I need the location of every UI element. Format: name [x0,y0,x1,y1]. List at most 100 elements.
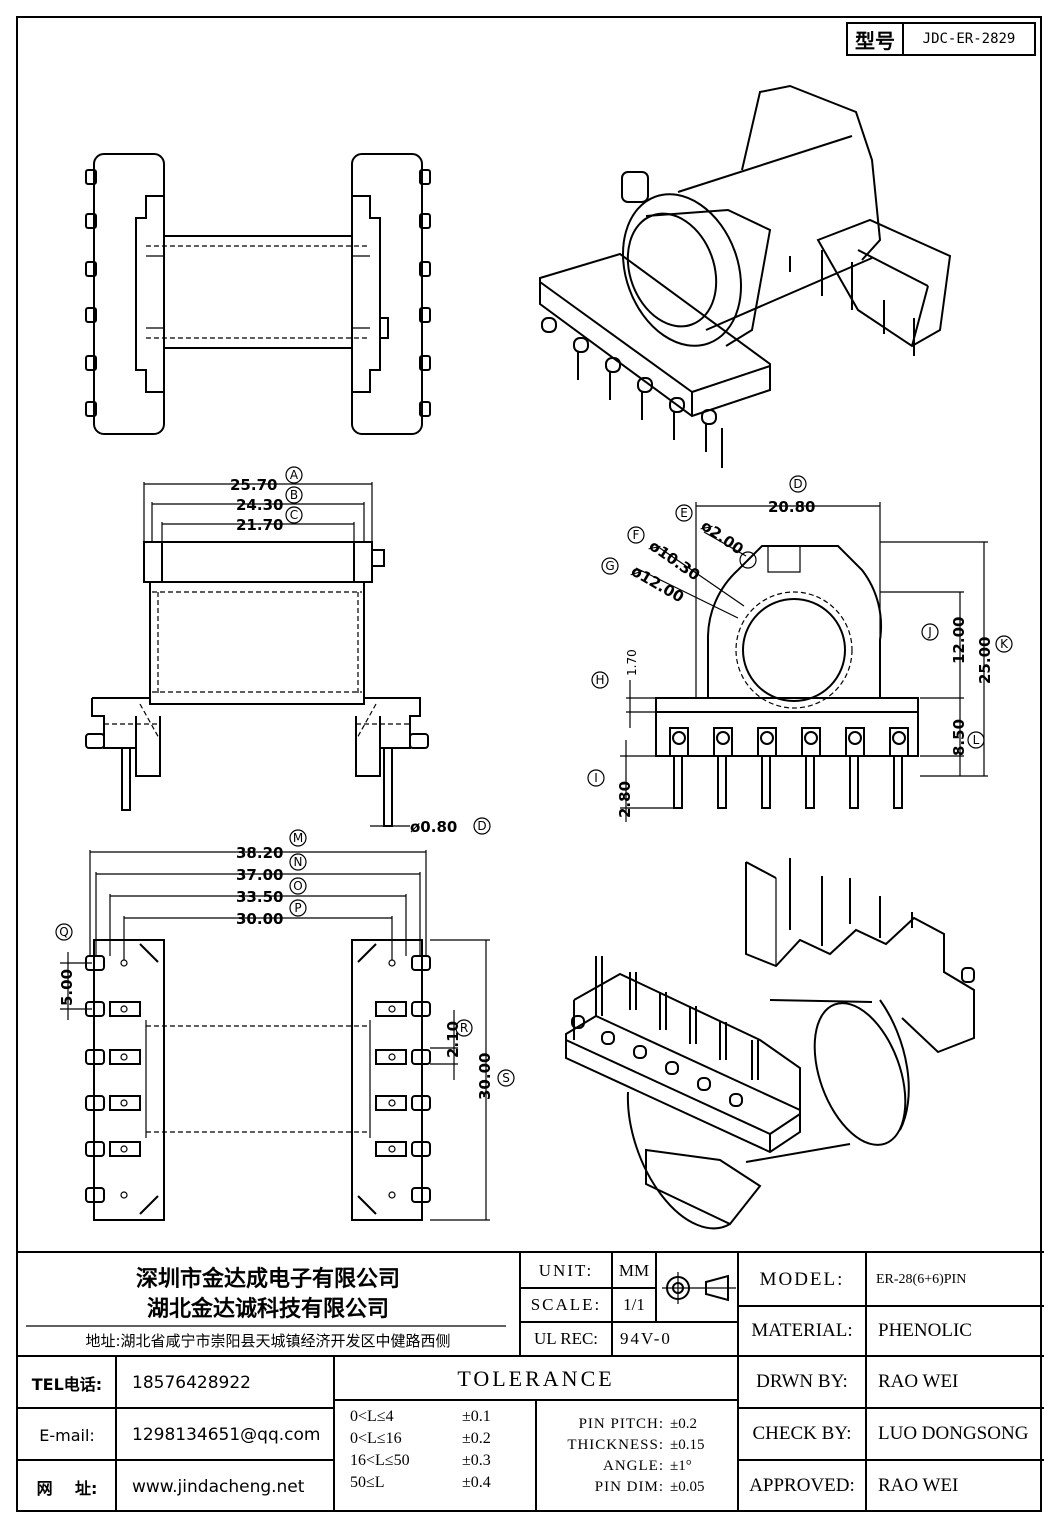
dim-A-value: 25.70 [230,476,277,494]
tolerance-value: ±0.4 [462,1474,491,1491]
tolerance-value: ±0.2 [462,1430,491,1447]
unit-label: UNIT: [538,1261,594,1280]
callout-circles [55,466,1013,1087]
company-name-1: 深圳市金达成电子有限公司 [135,1267,400,1292]
letter-P: P [294,901,301,915]
spec-label: THICKNESS: [567,1437,664,1453]
drwn-label: DRWN BY: [756,1371,848,1392]
web-label: 网 址: [36,1479,98,1498]
isometric-view-bottom [565,858,975,1230]
tolerance-row: 0<L≤16 ±0.2 [350,1428,534,1450]
spec-row: PIN DIM: ±0.05 [540,1477,736,1498]
unit-value: MM [618,1261,650,1280]
dim-I-value: 2.80 [616,781,634,818]
spec-list: PIN PITCH: ±0.2 THICKNESS: ±0.15 ANGLE: … [540,1414,736,1498]
ulrec-value: 94V-0 [620,1329,672,1348]
letter-F: F [633,528,640,542]
model-box: 型号 JDC-ER-2829 [846,22,1036,56]
tolerance-value: ±0.1 [462,1408,491,1425]
letter-L: L [973,733,980,747]
dim-C-value: 21.70 [236,516,283,534]
dim-Q-value: 5.00 [58,969,76,1006]
tolerance-value: ±0.3 [462,1452,491,1469]
letter-K: K [1000,637,1009,651]
dim-M-value: 38.20 [236,844,283,862]
letter-Q: Q [59,925,68,939]
scale-value: 1/1 [623,1295,645,1314]
model-label: MODEL: [759,1269,845,1290]
tolerance-list: 0<L≤4 ±0.1 0<L≤16 ±0.2 16<L≤50 ±0.3 50≤L… [350,1406,534,1494]
spec-label: ANGLE: [603,1458,664,1474]
letter-B: B [290,488,298,502]
projection-symbol [662,1272,736,1304]
dim-N-value: 37.00 [236,866,283,884]
dim-E-value: ø2.00 [698,517,747,559]
spec-row: ANGLE: ±1° [540,1456,736,1477]
side-view [85,482,429,827]
letter-D-width: D [793,477,802,491]
company-name-2: 湖北金达诚科技有限公司 [146,1297,389,1322]
tel-label: TEL电话: [31,1375,103,1394]
isometric-view-top [539,84,952,468]
dim-L-value: 8.50 [950,719,968,756]
dim-J-value: 12.00 [950,617,968,664]
spec-value: ±0.05 [670,1479,705,1495]
tolerance-row: 16<L≤50 ±0.3 [350,1450,534,1472]
model-box-value: JDC-ER-2829 [922,31,1016,47]
spec-value: ±0.2 [670,1416,697,1432]
letter-N: N [294,855,303,869]
dim-D-width-value: 20.80 [768,498,815,516]
drawing-frame [16,16,1042,1512]
drwn-value: RAO WEI [878,1371,959,1392]
tel-value: 18576428922 [132,1373,251,1393]
spec-row: PIN PITCH: ±0.2 [540,1414,736,1435]
tolerance-range: 50≤L [350,1474,385,1491]
spec-label: PIN PITCH: [578,1416,664,1432]
spec-value: ±0.15 [670,1437,705,1453]
check-value: LUO DONGSONG [878,1423,1029,1444]
letter-G: G [605,559,614,573]
letter-J: J [927,625,932,639]
tolerance-range: 0<L≤4 [350,1408,394,1425]
spec-label: PIN DIM: [594,1479,664,1495]
material-value: PHENOLIC [878,1320,972,1341]
dim-P-value: 30.00 [236,910,283,928]
letter-I: I [594,771,598,785]
tolerance-range: 16<L≤50 [350,1452,410,1469]
letter-E: E [680,506,688,520]
front-view [620,502,988,822]
model-box-label: 型号 [848,24,904,54]
ulrec-label: UL REC: [533,1329,599,1348]
letter-O: O [293,879,302,893]
letter-R: R [460,1021,468,1035]
scale-label: SCALE: [530,1295,602,1314]
email-label: E-mail: [39,1425,95,1445]
letter-H: H [595,673,604,687]
top-view [85,153,431,435]
company-address: 地址:湖北省咸宁市崇阳县天城镇经济开发区中健路西侧 [85,1331,451,1350]
dim-K-value: 25.00 [976,637,994,684]
letter-S: S [502,1071,510,1085]
dim-O-value: 33.50 [236,888,283,906]
letter-C: C [290,508,298,522]
dim-H-value: 1.70 [625,649,639,676]
dim-R-value: 2.10 [444,1021,462,1058]
approved-value: RAO WEI [878,1475,959,1496]
dim-D-pin-value: ø0.80 [410,818,457,836]
spec-row: THICKNESS: ±0.15 [540,1435,736,1456]
letter-M: M [293,831,303,845]
letter-A: A [290,468,299,482]
email-value: 1298134651@qq.com [132,1425,321,1445]
letter-D-pin: D [477,819,486,833]
bottom-view [60,850,490,1221]
tolerance-row: 50≤L ±0.4 [350,1472,534,1494]
dim-B-value: 24.30 [236,496,283,514]
model-value: ER-28(6+6)PIN [876,1272,967,1287]
dim-S-value: 30.00 [476,1053,494,1100]
tolerance-title: TOLERANCE [457,1366,615,1391]
spec-value: ±1° [670,1458,692,1474]
web-value: www.jindacheng.net [132,1477,305,1497]
check-label: CHECK BY: [752,1423,852,1444]
material-label: MATERIAL: [751,1320,853,1341]
